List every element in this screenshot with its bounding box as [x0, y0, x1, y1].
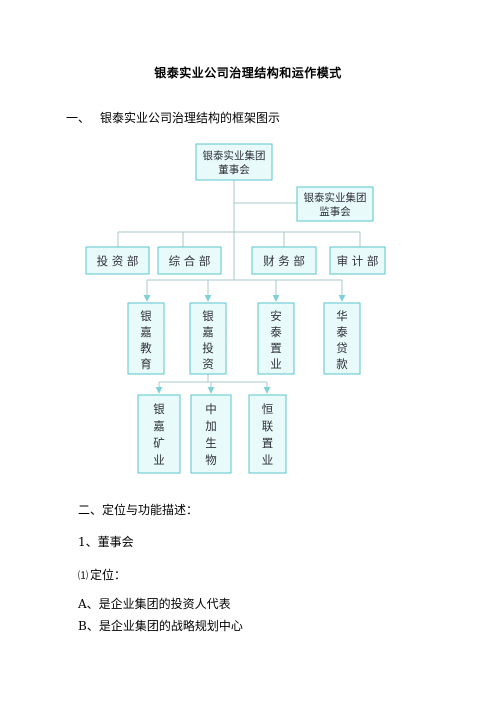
investee-1-char-3: 矿 [153, 436, 165, 450]
subsidiary-node-2: 银 嘉 投 资 [189, 302, 227, 375]
subsidiary-2-char-4: 资 [202, 357, 214, 371]
section-text-2: 定位与功能描述： [102, 503, 199, 517]
subsidiary-node-3: 安 泰 置 业 [257, 302, 295, 375]
subsidiary-3-char-1: 安 [270, 309, 282, 323]
subsidiary-4-char-3: 贷 [336, 341, 348, 355]
investee-3-char-3: 置 [262, 436, 274, 450]
subsidiary-2-char-3: 投 [202, 341, 214, 355]
section-number-1: 一、 [66, 111, 91, 125]
investee-1-char-1: 银 [153, 402, 165, 416]
investee-3-char-2: 联 [262, 419, 274, 433]
sub-marker-1: ⑴ [78, 571, 88, 582]
department-node-2: 综 合 部 [157, 246, 222, 275]
sub-text-1: 定位： [90, 568, 127, 582]
subsidiary-1-char-1: 银 [140, 309, 152, 323]
department-node-3: 财 务 部 [251, 246, 317, 275]
department-label-3: 财 务 部 [263, 254, 305, 268]
investee-node-3: 恒 联 置 业 [248, 394, 287, 474]
investee-2-char-3: 生 [205, 436, 217, 450]
subsidiary-4-char-2: 泰 [336, 325, 348, 339]
investee-1-char-2: 嘉 [153, 419, 165, 433]
investee-2-char-1: 中 [205, 402, 217, 416]
subsidiary-2-char-1: 银 [202, 309, 214, 323]
supervisory-node: 银泰实业集团 监事会 [296, 186, 374, 222]
subsidiary-node-1: 银 嘉 教 育 [127, 302, 165, 375]
subsidiary-3-char-2: 泰 [270, 325, 282, 339]
investee-3-char-4: 业 [262, 453, 274, 467]
investee-2-char-4: 物 [205, 453, 217, 467]
supervisory-line-1: 银泰实业集团 [304, 191, 367, 204]
subsidiary-3-char-4: 业 [270, 357, 282, 371]
sub-heading-1: ⑴定位： [78, 566, 126, 583]
subsidiary-2-char-2: 嘉 [202, 325, 214, 339]
investee-node-2: 中 加 生 物 [190, 394, 232, 474]
department-node-1: 投 资 部 [85, 246, 150, 275]
investee-3-char-1: 恒 [262, 402, 274, 416]
point-a: A、是企业集团的投资人代表 [78, 597, 231, 611]
document-title: 银泰实业公司治理结构和运作模式 [154, 66, 342, 80]
department-label-2: 综 合 部 [169, 254, 211, 268]
subsidiary-node-4: 华 泰 贷 款 [323, 302, 361, 375]
point-b: B、是企业集团的战略规划中心 [78, 619, 243, 633]
subsidiary-1-char-2: 嘉 [140, 325, 152, 339]
department-label-4: 审 计 部 [337, 254, 379, 268]
supervisory-line-2: 监事会 [319, 205, 351, 218]
board-node: 银泰实业集团 董事会 [195, 143, 273, 181]
org-connectors [117, 180, 361, 394]
department-node-4: 审 计 部 [329, 246, 386, 275]
subsidiary-3-char-3: 置 [270, 341, 282, 355]
item-heading-1: 1、董事会 [78, 535, 134, 549]
section-heading-2: 二、定位与功能描述： [78, 501, 198, 518]
investee-node-1: 银 嘉 矿 业 [137, 394, 181, 474]
board-line-2: 董事会 [218, 163, 250, 176]
section-heading-1: 一、银泰实业公司治理结构的框架图示 [66, 109, 280, 126]
department-label-1: 投 资 部 [97, 254, 139, 268]
section-number-2: 二、 [78, 503, 103, 517]
board-line-1: 银泰实业集团 [203, 149, 266, 162]
section-text-1: 银泰实业公司治理结构的框架图示 [100, 111, 281, 125]
subsidiary-1-char-3: 教 [140, 341, 152, 355]
investee-2-char-2: 加 [205, 419, 217, 433]
subsidiary-4-char-1: 华 [336, 309, 348, 323]
subsidiary-4-char-4: 款 [336, 357, 348, 371]
subsidiary-1-char-4: 育 [140, 357, 152, 371]
investee-1-char-4: 业 [153, 453, 165, 467]
